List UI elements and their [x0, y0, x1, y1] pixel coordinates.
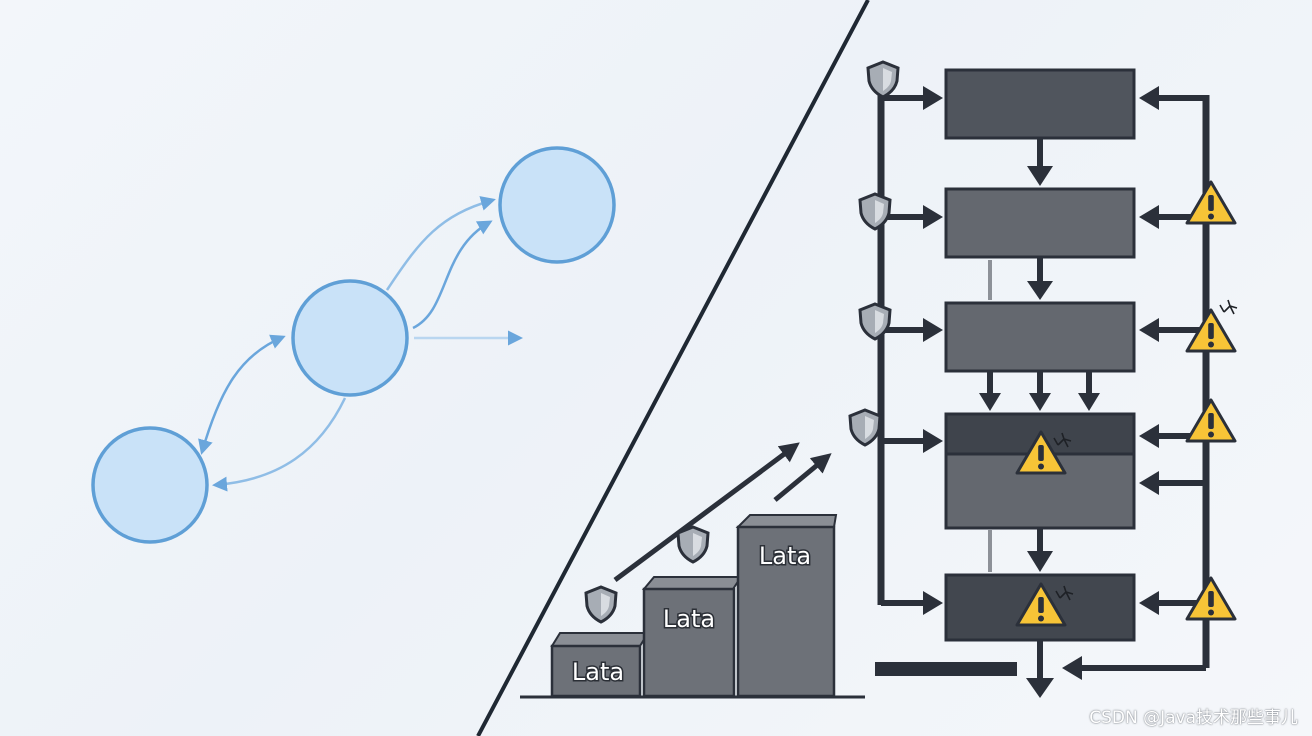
process-block: [944, 187, 1136, 259]
growth-arrow: [613, 442, 800, 583]
node-network: [91, 146, 616, 544]
warning-icon: [1185, 180, 1237, 225]
connector-arrow: [412, 220, 493, 330]
watermark-text: CSDN @Java技术那些事儿: [1089, 708, 1298, 728]
shield-icon: [858, 302, 892, 341]
divider-line: [476, 0, 870, 736]
node-circle: [91, 426, 209, 544]
staircase: Lata Lata Lata: [520, 442, 865, 699]
shield-icon: [866, 60, 900, 99]
down-arrows: [979, 138, 1100, 698]
step-label: Lata: [663, 605, 715, 633]
shield-icon: [858, 192, 892, 231]
shield-icon: [848, 408, 882, 447]
stair-step-2: Lata: [641, 576, 743, 698]
warning-icon: [1185, 398, 1237, 443]
warning-icon: [1185, 576, 1237, 621]
process-block: [944, 68, 1136, 140]
crack-icon: [1219, 299, 1238, 315]
connector-arrow: [385, 196, 496, 291]
node-circle: [291, 279, 409, 397]
step-label: Lata: [572, 658, 624, 686]
shield-icon: [676, 525, 710, 564]
left-rail-arrows: [881, 86, 943, 615]
connector-arrow: [212, 397, 347, 492]
process-block: [944, 301, 1136, 373]
shield-icon: [584, 585, 618, 624]
connector-arrow: [198, 334, 286, 455]
right-rail-arrows: [1062, 86, 1206, 680]
bottom-bar: [875, 662, 1017, 676]
growth-arrow: [773, 453, 832, 502]
stair-step-1: Lata: [550, 632, 650, 698]
stair-step-3: Lata: [735, 514, 838, 698]
flow-diagram: [848, 60, 1238, 698]
node-circle: [498, 146, 616, 264]
step-label: Lata: [759, 542, 811, 570]
